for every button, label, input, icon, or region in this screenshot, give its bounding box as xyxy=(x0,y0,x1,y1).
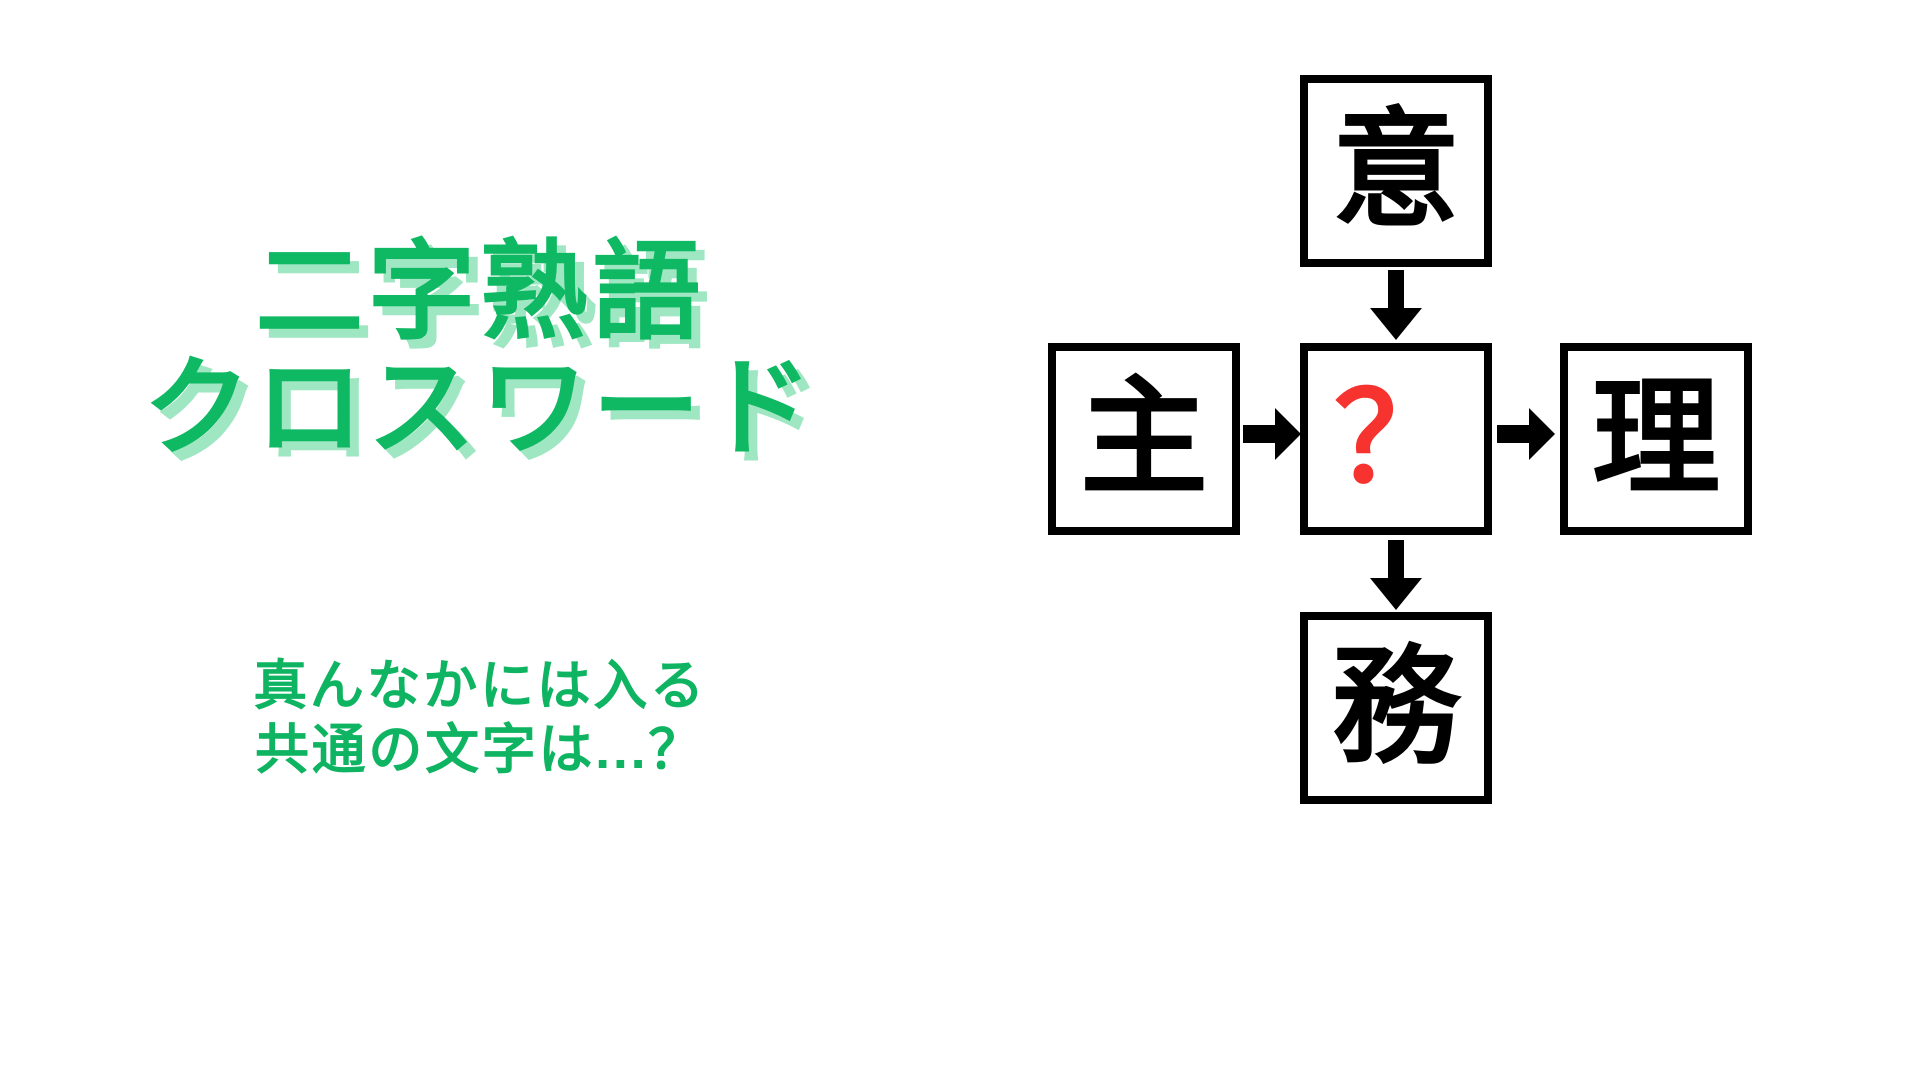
puzzle-cell-bottom-character: 務 xyxy=(1331,637,1460,779)
puzzle-cell-center-answer[interactable]: ？ xyxy=(1300,343,1492,535)
subtitle-block: 真んなかには入る 共通の文字は...？ xyxy=(0,655,960,782)
puzzle-cell-center-question-mark: ？ xyxy=(1333,370,1458,508)
puzzle-cell-left[interactable]: 主 xyxy=(1048,343,1240,535)
subtitle-line-1: 真んなかには入る xyxy=(253,656,707,716)
puzzle-cell-right-character: 理 xyxy=(1591,368,1720,510)
title-line-secondary: クロスワード xyxy=(143,347,817,469)
arrow-down-icon-top-to-center xyxy=(1370,270,1422,340)
arrow-right-icon-left-to-center xyxy=(1243,408,1301,460)
puzzle-cell-top-character: 意 xyxy=(1331,100,1460,242)
subtitle-line-2: 共通の文字は...？ xyxy=(254,719,705,780)
puzzle-cell-top[interactable]: 意 xyxy=(1300,75,1492,267)
puzzle-cell-bottom[interactable]: 務 xyxy=(1300,612,1492,804)
arrow-right-icon-center-to-right xyxy=(1497,408,1555,460)
puzzle-cell-right[interactable]: 理 xyxy=(1560,343,1752,535)
arrow-down-icon-center-to-bottom xyxy=(1370,540,1422,610)
crossword-diagram: 意 主 ？ 理 務 xyxy=(960,0,1920,1080)
title-block: 二字熟語 クロスワード xyxy=(0,231,960,469)
title-line-primary: 二字熟語 xyxy=(255,231,705,352)
puzzle-cell-left-character: 主 xyxy=(1079,368,1208,510)
